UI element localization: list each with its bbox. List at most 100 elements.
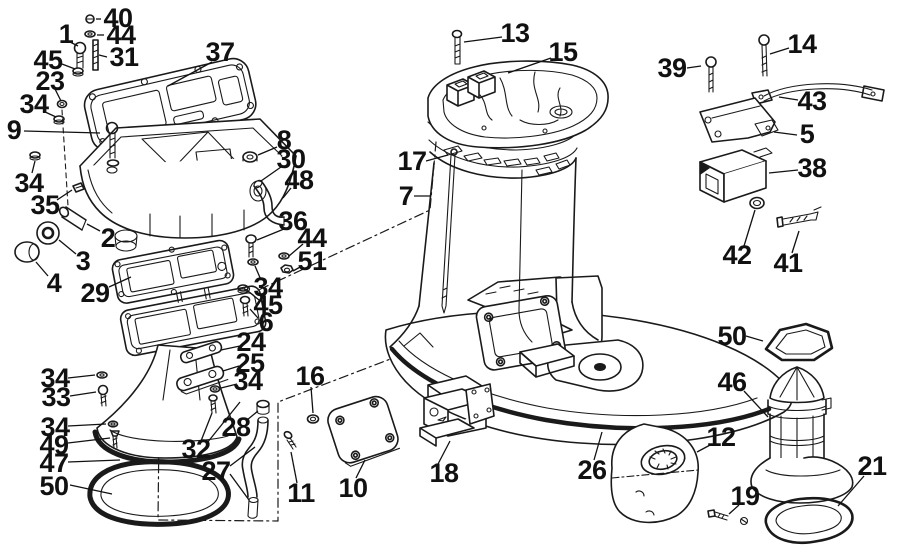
leader-line-21 <box>837 475 865 507</box>
bolt-1 <box>73 41 87 69</box>
part-label-37: 37 <box>205 37 234 67</box>
leader-line-48 <box>282 187 292 199</box>
part-label-46: 46 <box>717 367 747 397</box>
leader-line-31 <box>98 54 108 58</box>
part-label-42: 42 <box>722 240 751 270</box>
nut-34-b <box>29 151 41 161</box>
leader-line-17 <box>425 154 449 162</box>
nut-23 <box>56 99 68 109</box>
leader-line-46 <box>743 390 769 418</box>
leader-line-50 <box>745 335 764 342</box>
part-label-18: 18 <box>429 458 459 488</box>
bolt-41 <box>776 206 822 228</box>
stud-31 <box>92 39 99 71</box>
bolt-9 <box>105 121 120 174</box>
leader-line-12 <box>696 443 713 453</box>
washer-34-f <box>107 420 119 428</box>
part-label-34: 34 <box>19 89 49 119</box>
leader-line-5 <box>773 131 798 136</box>
leader-line-50 <box>69 484 113 495</box>
bar-25 <box>176 365 229 395</box>
part-label-40: 40 <box>103 3 132 33</box>
part-label-29: 29 <box>80 278 110 308</box>
leader-line-27 <box>229 446 256 467</box>
leader-line-44 <box>288 243 304 257</box>
part-label-3: 3 <box>76 246 91 276</box>
part-label-49: 49 <box>39 430 69 460</box>
part-label-45: 45 <box>253 290 283 320</box>
cover-plate-10 <box>327 395 401 467</box>
leader-line-4 <box>35 261 49 277</box>
leader-line-41 <box>791 230 800 254</box>
part-label-1: 1 <box>59 19 74 49</box>
mount-bracket <box>467 275 644 392</box>
exhaust-housing-column <box>389 121 599 348</box>
part-label-34: 34 <box>253 272 283 302</box>
part-label-31: 31 <box>109 42 139 72</box>
part-label-21: 21 <box>857 451 887 481</box>
leader-line-16 <box>310 386 314 414</box>
leader-line-6 <box>249 308 259 319</box>
washer-34-e <box>96 371 108 379</box>
leader-line-32 <box>200 412 213 442</box>
part-label-44: 44 <box>106 20 136 50</box>
part-label-23: 23 <box>35 66 65 96</box>
part-label-34: 34 <box>233 366 263 396</box>
leader-line-23 <box>54 88 62 102</box>
clip-35 <box>72 182 85 193</box>
exhaust-manifold-housing <box>79 118 297 252</box>
nut-51 <box>280 264 294 274</box>
assembly-boundary-lines <box>61 109 437 522</box>
leader-line-30 <box>260 166 282 182</box>
part-label-35: 35 <box>30 190 60 220</box>
part-label-15: 15 <box>548 37 578 67</box>
plug-4 <box>14 241 40 263</box>
leader-line-49 <box>67 437 111 444</box>
mount-block-18 <box>419 375 495 447</box>
leader-line-3 <box>58 239 77 255</box>
bolt-39 <box>705 56 717 93</box>
part-label-17: 17 <box>397 146 426 176</box>
bolt-14 <box>758 34 770 77</box>
leader-line-45 <box>247 290 260 301</box>
part-label-50: 50 <box>39 471 68 501</box>
part-label-5: 5 <box>800 119 815 149</box>
leader-line-1 <box>69 41 79 47</box>
leader-line-38 <box>768 169 799 174</box>
part-label-24: 24 <box>236 327 266 357</box>
part-label-34: 34 <box>40 363 70 393</box>
part-label-9: 9 <box>7 115 22 145</box>
leader-line-25 <box>222 365 240 372</box>
clamp-12 <box>610 423 699 524</box>
leader-line-8 <box>257 146 278 156</box>
part-label-38: 38 <box>797 153 827 183</box>
bracket-5 <box>699 97 779 143</box>
leader-line-34 <box>220 383 238 389</box>
leader-line-34 <box>67 374 96 379</box>
screw-19 <box>707 509 749 526</box>
leader-line-43 <box>778 96 799 101</box>
part-label-30: 30 <box>276 144 305 174</box>
part-label-14: 14 <box>787 29 817 59</box>
seal-21 <box>764 496 854 545</box>
nut-34-a <box>53 115 65 125</box>
leader-line-42 <box>743 209 756 247</box>
part-label-7: 7 <box>399 181 414 211</box>
leader-line-9 <box>23 130 101 134</box>
leader-line-10 <box>355 459 366 479</box>
leader-line-51 <box>292 265 303 272</box>
hose-48 <box>253 179 285 226</box>
part-label-34: 34 <box>40 412 70 442</box>
module-38 <box>699 147 773 203</box>
pin-2 <box>58 206 87 231</box>
leader-line-24 <box>220 345 241 351</box>
leader-line-14 <box>769 47 790 55</box>
part-label-41: 41 <box>773 248 803 278</box>
bolt-17 <box>441 148 458 314</box>
part-label-4: 4 <box>47 268 62 298</box>
part-label-34: 34 <box>14 168 44 198</box>
bolt-36 <box>245 234 257 258</box>
part-label-51: 51 <box>297 246 327 276</box>
